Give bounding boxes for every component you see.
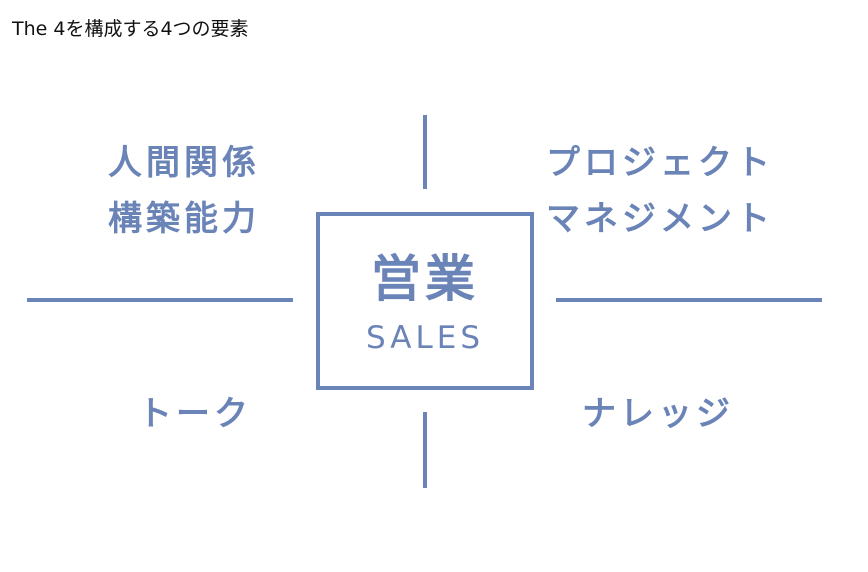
element-top-left-line-2: 構築能力 — [108, 199, 260, 239]
center-label-sub: SALES — [366, 320, 484, 356]
page-title: The 4を構成する4つの要素 — [12, 18, 249, 40]
divider-horizontal-left — [27, 298, 293, 302]
element-top-right-line-2: マネジメント — [546, 199, 774, 239]
divider-vertical-top — [423, 115, 427, 189]
element-bottom-left-line-1: トーク — [138, 394, 252, 434]
center-label-main: 営業 — [371, 250, 479, 308]
element-bottom-right: ナレッジ — [582, 386, 782, 442]
element-top-right: プロジェクト マネジメント — [546, 135, 846, 247]
element-bottom-right-line-1: ナレッジ — [582, 394, 734, 434]
center-box: 営業 SALES — [316, 212, 534, 390]
element-top-right-line-1: プロジェクト — [546, 143, 774, 183]
element-bottom-left: トーク — [138, 386, 338, 442]
element-top-left-line-1: 人間関係 — [108, 143, 260, 183]
divider-vertical-bottom — [423, 412, 427, 488]
element-top-left: 人間関係 構築能力 — [108, 135, 308, 247]
divider-horizontal-right — [556, 298, 822, 302]
